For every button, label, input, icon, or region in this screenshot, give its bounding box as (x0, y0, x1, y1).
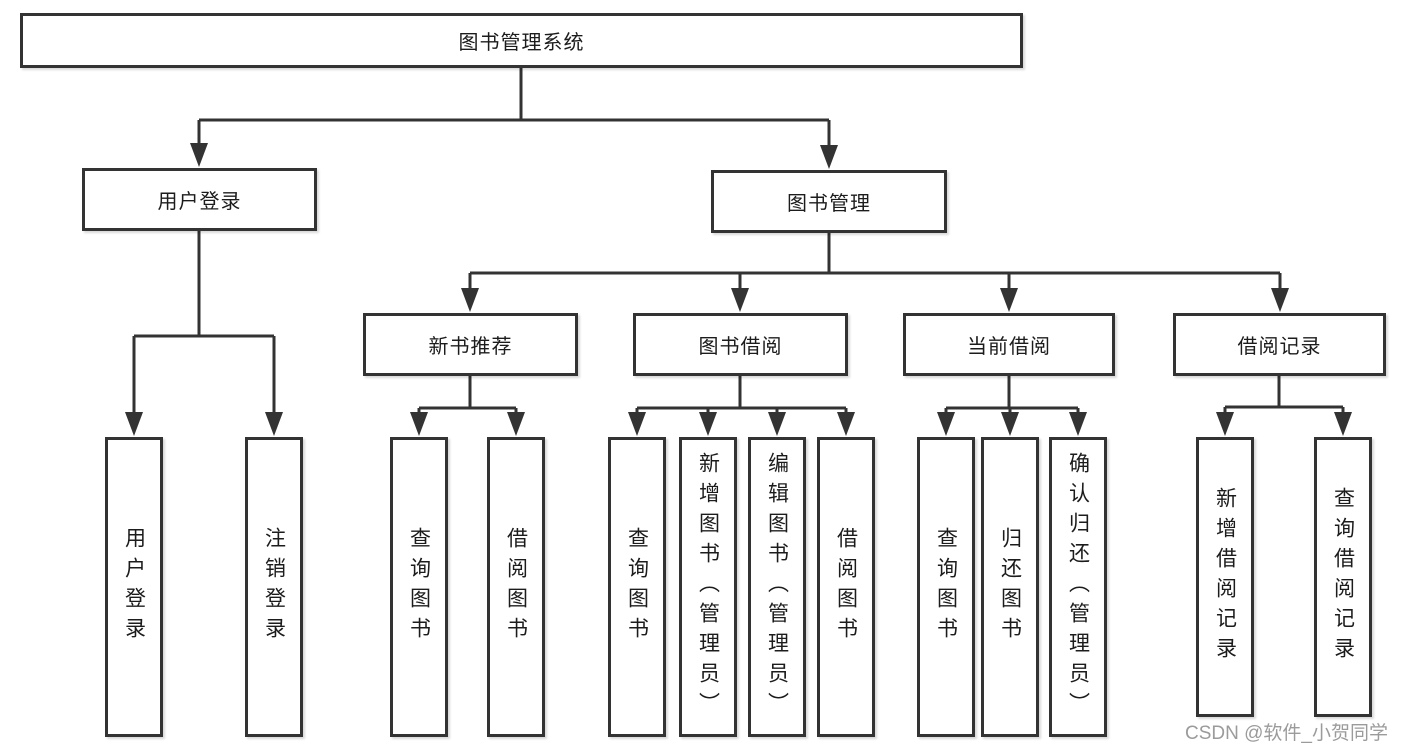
leaf-record-query-record-label: 查询借阅记录 (1331, 487, 1355, 667)
connector-bookmgmt-to-level3 (468, 233, 1282, 293)
leaf-borrow-add-book-admin-label: 新增图书（管理员） (696, 452, 720, 722)
connector-borrowrecord-to-leaves (1223, 376, 1345, 418)
leaf-logout: 注销登录 (245, 437, 303, 737)
connector-userlogin-to-leaves (132, 231, 276, 418)
connector-bookborrow-to-leaves (635, 376, 848, 418)
leaf-record-query-record: 查询借阅记录 (1314, 437, 1372, 717)
leaf-newbook-query-book-label: 查询图书 (407, 527, 431, 647)
leaf-newbook-query-book: 查询图书 (390, 437, 448, 737)
leaf-newbook-borrow-book: 借阅图书 (487, 437, 545, 737)
node-book-borrow: 图书借阅 (633, 313, 848, 376)
node-new-book-recommend-label: 新书推荐 (428, 336, 513, 358)
node-book-management: 图书管理 (711, 170, 947, 233)
arrowheads (125, 143, 1352, 436)
leaf-borrow-query-book: 查询图书 (608, 437, 666, 737)
node-user-login-label: 用户登录 (157, 191, 242, 213)
leaf-current-query-book: 查询图书 (917, 437, 975, 737)
leaf-record-add-record: 新增借阅记录 (1196, 437, 1254, 717)
node-current-borrow: 当前借阅 (903, 313, 1115, 376)
node-user-login: 用户登录 (82, 168, 317, 231)
node-borrow-record-label: 借阅记录 (1237, 336, 1322, 358)
node-current-borrow-label: 当前借阅 (967, 336, 1051, 358)
node-book-borrow-label: 图书借阅 (698, 336, 783, 358)
node-borrow-record: 借阅记录 (1173, 313, 1386, 376)
leaf-current-confirm-return-admin-label: 确认归还（管理员） (1066, 452, 1090, 722)
leaf-current-query-book-label: 查询图书 (934, 527, 958, 647)
leaf-borrow-edit-book-admin: 编辑图书（管理员） (748, 437, 806, 737)
connector-root-to-level2 (197, 68, 831, 150)
leaf-borrow-edit-book-admin-label: 编辑图书（管理员） (765, 452, 789, 722)
node-root-system-label: 图书管理系统 (458, 32, 585, 54)
leaf-current-confirm-return-admin: 确认归还（管理员） (1049, 437, 1107, 737)
leaf-user-login-label: 用户登录 (122, 527, 146, 647)
leaf-user-login: 用户登录 (105, 437, 163, 737)
leaf-borrow-borrow-book: 借阅图书 (817, 437, 875, 737)
leaf-borrow-add-book-admin: 新增图书（管理员） (679, 437, 737, 737)
node-root-system: 图书管理系统 (20, 13, 1023, 68)
leaf-borrow-query-book-label: 查询图书 (625, 527, 649, 647)
watermark: CSDN @软件_小贺同学 (1185, 723, 1388, 744)
leaf-logout-label: 注销登录 (262, 527, 286, 647)
leaf-current-return-book: 归还图书 (981, 437, 1039, 737)
node-book-management-label: 图书管理 (787, 193, 871, 215)
leaf-borrow-borrow-book-label: 借阅图书 (834, 527, 858, 647)
leaf-newbook-borrow-book-label: 借阅图书 (504, 527, 528, 647)
leaf-current-return-book-label: 归还图书 (998, 527, 1022, 647)
leaf-record-add-record-label: 新增借阅记录 (1213, 487, 1237, 667)
connector-newbook-to-leaves (417, 376, 518, 418)
node-new-book-recommend: 新书推荐 (363, 313, 578, 376)
connector-currentborrow-to-leaves (944, 376, 1080, 418)
